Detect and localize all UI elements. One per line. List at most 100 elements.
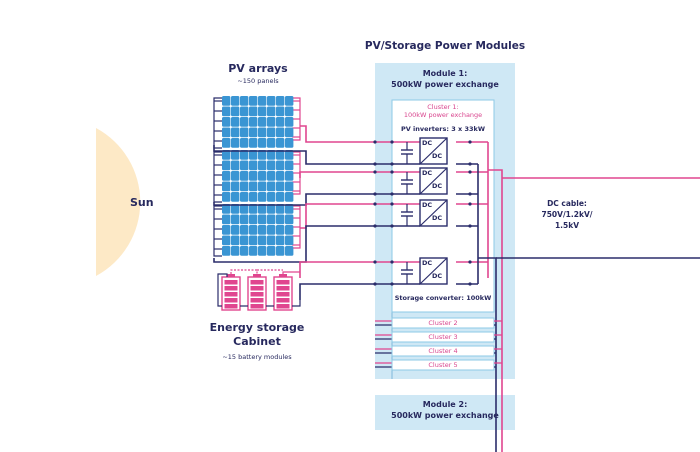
cluster-label: Cluster 3 (428, 333, 458, 341)
junction-dot (373, 224, 377, 228)
sun-shape (96, 128, 141, 276)
solar-cell (258, 106, 267, 117)
junction-dot (390, 162, 394, 166)
solar-cell (267, 117, 276, 127)
cluster-bar (391, 359, 495, 371)
battery-cell (224, 292, 238, 297)
dc-cable-label-1: DC cable: (547, 199, 587, 208)
solar-cell (267, 246, 276, 256)
battery-cell (224, 298, 238, 303)
solar-cell (249, 235, 258, 246)
solar-cell (222, 117, 231, 127)
solar-cell (231, 246, 240, 256)
solar-cell (285, 160, 294, 171)
solar-cell (240, 171, 249, 181)
solar-cell (240, 235, 249, 246)
solar-cell (285, 150, 294, 160)
solar-cell (240, 225, 249, 235)
solar-cell (276, 235, 285, 246)
solar-cell (231, 192, 240, 202)
junction-dot (373, 170, 377, 174)
solar-cell (222, 225, 231, 235)
solar-cell (267, 150, 276, 160)
pv-arrays-title: PV arrays (228, 62, 288, 75)
solar-cell (267, 192, 276, 202)
converter-top-label: DC (422, 139, 433, 147)
solar-cell (240, 150, 249, 160)
pv-array-1 (213, 96, 301, 149)
modules-title: PV/Storage Power Modules (364, 40, 526, 52)
pv-array-2 (213, 150, 301, 203)
solar-cell (222, 138, 231, 148)
converter-diagonal (419, 167, 448, 195)
battery-terminal (279, 274, 287, 277)
junction-dot (373, 162, 377, 166)
junction-dot (468, 224, 472, 228)
junction-dot (390, 192, 394, 196)
junction-dot (468, 140, 472, 144)
junction-dot (390, 140, 394, 144)
converter-diagonal (419, 257, 448, 285)
junction-dot (373, 282, 377, 286)
solar-cell (240, 160, 249, 171)
battery-link-dashed (230, 269, 283, 274)
solar-cell (240, 138, 249, 148)
converter-bottom-label: DC (432, 152, 443, 160)
wire-batt-negative (299, 283, 402, 300)
battery-terminal (253, 274, 261, 277)
array-left-rail (213, 151, 222, 203)
wire-pv3-positive (300, 203, 402, 229)
converter-bottom-label: DC (432, 182, 443, 190)
junction-dot (390, 202, 394, 206)
storage-subtitle: ~15 battery modules (222, 353, 292, 361)
solar-cell (276, 204, 285, 214)
solar-cell (249, 150, 258, 160)
cluster1-title-1: Cluster 1: (427, 103, 459, 111)
cluster-label: Cluster 2 (428, 319, 458, 327)
solar-cell (240, 181, 249, 192)
cluster-bar (391, 317, 495, 329)
solar-cell (240, 204, 249, 214)
battery-link (217, 273, 228, 307)
solar-cell (222, 106, 231, 117)
solar-cell (231, 160, 240, 171)
pv-arrays-subtitle: ~150 panels (237, 77, 279, 85)
converter-bottom-label: DC (432, 272, 443, 280)
junction-dot (468, 170, 472, 174)
solar-cell (267, 225, 276, 235)
dc-cable-label-3: 1.5kV (554, 221, 580, 230)
solar-cell (222, 181, 231, 192)
solar-cell (267, 106, 276, 117)
solar-cell (285, 106, 294, 117)
junction-dot (373, 202, 377, 206)
battery-cell (250, 292, 264, 297)
pv-inverters-label: PV inverters: 3 x 33kW (401, 125, 485, 133)
dc-dc-converter-4 (401, 257, 448, 285)
solar-cell (222, 204, 231, 214)
module1-title-1: Module 1: (422, 69, 468, 78)
solar-cell (249, 246, 258, 256)
solar-cell (267, 96, 276, 106)
solar-cell (276, 192, 285, 202)
cluster-label: Cluster 5 (428, 361, 458, 369)
solar-cell (285, 127, 294, 138)
battery-link (282, 271, 300, 274)
solar-cell (276, 214, 285, 225)
dc-dc-converter-3 (401, 199, 448, 227)
solar-cell (276, 160, 285, 171)
solar-cell (258, 96, 267, 106)
solar-cell (276, 181, 285, 192)
junction-dot (468, 282, 472, 286)
cluster-label: Cluster 4 (428, 347, 458, 355)
solar-cell (249, 181, 258, 192)
wire-batt-positive (299, 261, 402, 278)
solar-cell (285, 138, 294, 148)
solar-cell (285, 246, 294, 256)
battery-cell (250, 298, 264, 303)
solar-cell (285, 181, 294, 192)
solar-cell (267, 181, 276, 192)
solar-cell (276, 138, 285, 148)
solar-cell (276, 246, 285, 256)
solar-cell (222, 160, 231, 171)
junction-dot (373, 140, 377, 144)
